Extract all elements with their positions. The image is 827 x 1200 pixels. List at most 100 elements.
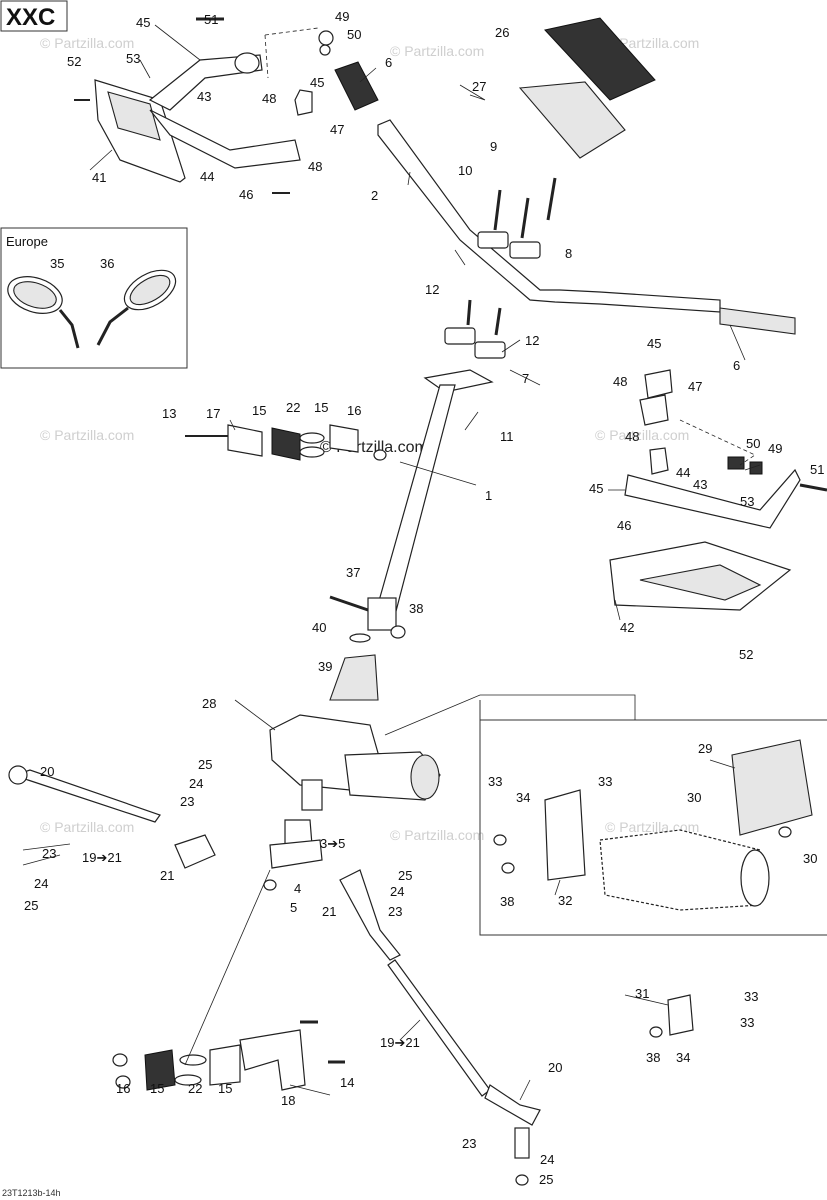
callout-16: 16	[116, 1081, 130, 1096]
callout-45: 45	[647, 336, 661, 351]
watermark: © Partzilla.com	[40, 819, 134, 835]
europe-inset-frame	[0, 227, 188, 369]
callout-47: 47	[688, 379, 702, 394]
watermark: © Partzilla.com	[40, 35, 134, 51]
callout-52: 52	[67, 54, 81, 69]
left-handguard	[74, 17, 313, 194]
watermark: © Partzilla.com	[595, 427, 689, 443]
callout-46: 46	[617, 518, 631, 533]
watermark: © Partzilla.com	[390, 43, 484, 59]
callout-37: 37	[346, 565, 360, 580]
callout-25: 25	[398, 868, 412, 883]
callout-44: 44	[676, 465, 690, 480]
right-handguard	[609, 369, 827, 611]
callout-50: 50	[746, 436, 760, 451]
callout-45: 45	[589, 481, 603, 496]
callout-45: 45	[136, 15, 150, 30]
callout-25: 25	[24, 898, 38, 913]
callout-33: 33	[598, 774, 612, 789]
callout-28: 28	[202, 696, 216, 711]
callout-19-21: 19➔21	[380, 1035, 420, 1050]
model-tag-frame	[0, 0, 68, 32]
region-label: Europe	[6, 234, 48, 249]
callout-12: 12	[425, 282, 439, 297]
callout-19-21: 19➔21	[82, 850, 122, 865]
callout-14: 14	[340, 1075, 354, 1090]
callout-24: 24	[540, 1152, 554, 1167]
callout-30: 30	[803, 851, 817, 866]
callout-15: 15	[252, 403, 266, 418]
callout-6: 6	[385, 55, 392, 70]
callout-25: 25	[198, 757, 212, 772]
callout-18: 18	[281, 1093, 295, 1108]
callout-25: 25	[539, 1172, 553, 1187]
handlebar-pad	[518, 17, 656, 159]
callout-41: 41	[92, 170, 106, 185]
tie-rods	[8, 765, 541, 1186]
callout-53: 53	[126, 51, 140, 66]
model-tag: XXC	[6, 4, 55, 31]
callout-21: 21	[160, 868, 174, 883]
callout-49: 49	[335, 9, 349, 24]
callout-46: 46	[239, 187, 253, 202]
watermark: © Partzilla.com	[390, 827, 484, 843]
callout-44: 44	[200, 169, 214, 184]
callout-43: 43	[197, 89, 211, 104]
reference-code: 23T1213b-14h	[2, 1188, 61, 1198]
callout-24: 24	[34, 876, 48, 891]
callout-52: 52	[739, 647, 753, 662]
callout-53: 53	[740, 494, 754, 509]
callout-33: 33	[740, 1015, 754, 1030]
callout-31: 31	[635, 986, 649, 1001]
callout-24: 24	[390, 884, 404, 899]
callout-51: 51	[204, 12, 218, 27]
callout-23: 23	[180, 794, 194, 809]
callout-38: 38	[646, 1050, 660, 1065]
callout-9: 9	[490, 139, 497, 154]
callout-36: 36	[100, 256, 114, 271]
callout-13: 13	[162, 406, 176, 421]
callout-16: 16	[347, 403, 361, 418]
callout-51: 51	[810, 462, 824, 477]
callout-29: 29	[698, 741, 712, 756]
callout-15: 15	[150, 1081, 164, 1096]
mirror-left	[7, 276, 80, 349]
callout-22: 22	[286, 400, 300, 415]
callout-49: 49	[768, 441, 782, 456]
callout-35: 35	[50, 256, 64, 271]
callout-4: 4	[294, 881, 301, 896]
callout-40: 40	[312, 620, 326, 635]
callout-2: 2	[371, 188, 378, 203]
inset-assembly	[493, 739, 813, 1038]
callout-6: 6	[733, 358, 740, 373]
column-supports	[185, 424, 387, 461]
callout-47: 47	[330, 122, 344, 137]
grip-top	[318, 30, 379, 111]
callout-5: 5	[290, 900, 297, 915]
callout-23: 23	[462, 1136, 476, 1151]
watermark: © Partzilla.com	[605, 35, 699, 51]
callout-48: 48	[262, 91, 276, 106]
mirror-right	[96, 269, 177, 346]
callout-3-5: 3➔5	[320, 836, 345, 851]
callout-20: 20	[40, 764, 54, 779]
callout-12: 12	[525, 333, 539, 348]
column-lower-parts	[329, 595, 406, 701]
callout-38: 38	[500, 894, 514, 909]
callout-38: 38	[409, 601, 423, 616]
callout-33: 33	[488, 774, 502, 789]
callout-33: 33	[744, 989, 758, 1004]
callout-1: 1	[485, 488, 492, 503]
callout-8: 8	[565, 246, 572, 261]
callout-43: 43	[693, 477, 707, 492]
callout-32: 32	[558, 893, 572, 908]
callout-42: 42	[620, 620, 634, 635]
pitman-arm	[263, 819, 323, 891]
callout-10: 10	[458, 163, 472, 178]
callout-48: 48	[625, 429, 639, 444]
callout-22: 22	[188, 1081, 202, 1096]
support-pointer	[184, 869, 271, 1066]
callout-21: 21	[322, 904, 336, 919]
power-steering-unit	[269, 714, 441, 811]
